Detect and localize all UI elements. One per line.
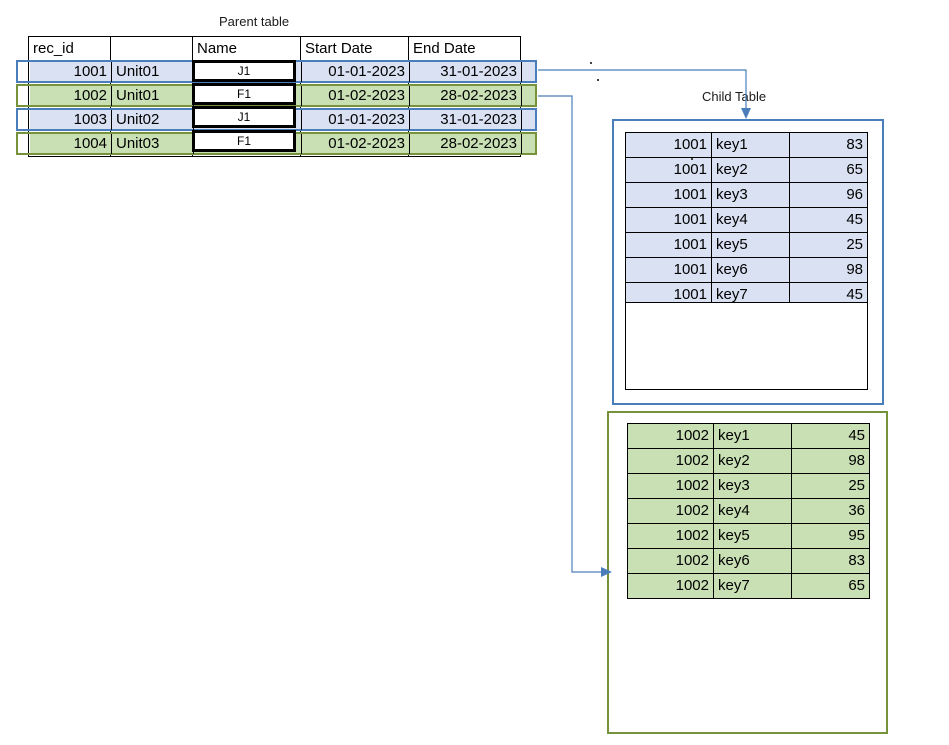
child-cell-value: 95 <box>791 523 870 549</box>
name-overlay-box-2: F1 <box>192 83 296 105</box>
parent-row-value <box>194 110 302 130</box>
child-cell-key: key2 <box>713 448 792 474</box>
child-cell-rec-id: 1001 <box>625 257 712 283</box>
child-cell-value: 45 <box>789 207 868 233</box>
parent-row-value: 31-01-2023 <box>410 62 522 82</box>
child-cell-key: key6 <box>711 257 790 283</box>
child-cell-rec-id: 1002 <box>627 573 714 599</box>
parent-row-value: Unit01 <box>112 62 194 82</box>
name-overlay-box-1: J1 <box>192 60 296 82</box>
child-cell-key: key1 <box>711 132 790 158</box>
parent-row-value: 01-01-2023 <box>302 62 410 82</box>
child-cell-key: key6 <box>713 548 792 574</box>
parent-header-end-date: End Date <box>408 36 521 61</box>
parent-row-value: Unit02 <box>112 110 194 130</box>
parent-header-rec-id: rec_id <box>28 36 111 61</box>
parent-row-value: 28-02-2023 <box>410 134 522 154</box>
child-cell-rec-id: 1001 <box>625 182 712 208</box>
child-cell-value: 25 <box>789 232 868 258</box>
child-cell-key: key3 <box>711 182 790 208</box>
child-empty-pane-1001 <box>625 302 868 390</box>
child-cell-value: 45 <box>791 423 870 449</box>
child-cell-key: key4 <box>713 498 792 524</box>
parent-row-value: 28-02-2023 <box>410 86 522 106</box>
child-cell-value: 98 <box>791 448 870 474</box>
child-cell-key: key7 <box>713 573 792 599</box>
child-cell-rec-id: 1001 <box>625 157 712 183</box>
parent-row-value: 31-01-2023 <box>410 110 522 130</box>
parent-row-value: 1002 <box>30 86 112 106</box>
child-cell-value: 98 <box>789 257 868 283</box>
parent-row-value: 01-01-2023 <box>302 110 410 130</box>
child-cell-value: 25 <box>791 473 870 499</box>
child-cell-key: key4 <box>711 207 790 233</box>
child-cell-value: 65 <box>791 573 870 599</box>
child-cell-rec-id: 1002 <box>627 523 714 549</box>
name-overlay-box-3: J1 <box>192 106 296 128</box>
parent-row-value <box>194 62 302 82</box>
child-cell-rec-id: 1002 <box>627 498 714 524</box>
child-table-label: Child Table <box>702 89 767 104</box>
parent-row-value: Unit03 <box>112 134 194 154</box>
child-cell-rec-id: 1002 <box>627 548 714 574</box>
parent-row-value: 1004 <box>30 134 112 154</box>
parent-header-name: Name <box>192 36 301 61</box>
parent-table-label: Parent table <box>219 14 290 29</box>
child-cell-value: 36 <box>791 498 870 524</box>
child-cell-value: 96 <box>789 182 868 208</box>
parent-row-value: 01-02-2023 <box>302 134 410 154</box>
child-cell-rec-id: 1001 <box>625 232 712 258</box>
child-cell-rec-id: 1002 <box>627 448 714 474</box>
parent-header-start-date: Start Date <box>300 36 409 61</box>
artifact-dot <box>590 62 592 64</box>
child-cell-rec-id: 1001 <box>625 132 712 158</box>
parent-header-unit <box>110 36 193 61</box>
parent-row-value <box>194 134 302 154</box>
parent-row-value: 01-02-2023 <box>302 86 410 106</box>
child-cell-rec-id: 1002 <box>627 473 714 499</box>
connector-1002 <box>538 95 612 577</box>
parent-header-row: rec_id Name Start Date End Date <box>28 36 521 61</box>
child-cell-value: 65 <box>789 157 868 183</box>
child-cell-key: key1 <box>713 423 792 449</box>
parent-row-value: 1001 <box>30 62 112 82</box>
artifact-dot <box>597 79 599 81</box>
child-cell-rec-id: 1001 <box>625 207 712 233</box>
parent-row-value: 1003 <box>30 110 112 130</box>
parent-row-value: Unit01 <box>112 86 194 106</box>
child-cell-key: key3 <box>713 473 792 499</box>
parent-row-value <box>194 86 302 106</box>
child-cell-key: key5 <box>713 523 792 549</box>
child-cell-value: 83 <box>789 132 868 158</box>
name-overlay-box-4: F1 <box>192 130 296 152</box>
child-cell-rec-id: 1002 <box>627 423 714 449</box>
artifact-dot <box>691 158 693 160</box>
child-cell-value: 83 <box>791 548 870 574</box>
child-cell-key: key5 <box>711 232 790 258</box>
child-cell-key: key2 <box>711 157 790 183</box>
